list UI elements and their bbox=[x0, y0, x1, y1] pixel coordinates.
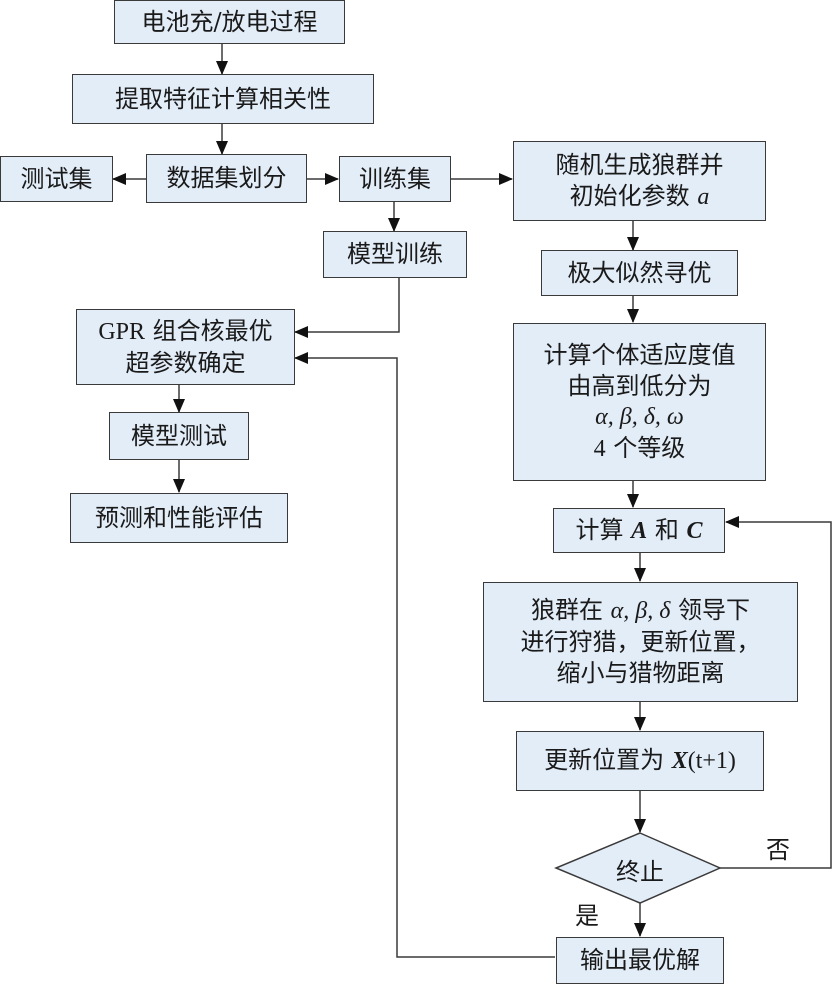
fitness-level-text: 个等级 bbox=[605, 433, 686, 462]
node-update-position: 更新位置为 X(t+1) bbox=[516, 731, 764, 791]
node-gpr-line1: GPR 组合核最优 bbox=[98, 316, 272, 348]
node-output-best: 输出最优解 bbox=[556, 937, 724, 984]
node-model-test-label: 模型测试 bbox=[131, 421, 227, 450]
node-max-likelihood: 极大似然寻优 bbox=[541, 250, 738, 296]
node-terminate-label: 终止 bbox=[616, 858, 664, 886]
node-model-test: 模型测试 bbox=[109, 412, 249, 460]
gpr-line1-rest: 组合核最优 bbox=[145, 316, 273, 345]
symbol-c: C bbox=[686, 517, 703, 544]
node-compute-ac: 计算 A 和 C bbox=[553, 508, 725, 553]
node-predict-evaluate-label: 预测和性能评估 bbox=[95, 503, 263, 532]
node-charge-discharge: 电池充/放电过程 bbox=[114, 0, 345, 44]
symbol-x: X bbox=[671, 748, 688, 774]
edge-output-to-gpr bbox=[294, 352, 555, 958]
node-hunting-line3: 缩小与猎物距离 bbox=[556, 659, 725, 687]
param-a-symbol: a bbox=[697, 183, 710, 210]
update-pos-arg: (t+1) bbox=[687, 748, 736, 774]
hunting-line1-text: 狼群在 bbox=[531, 596, 611, 624]
update-pos-text: 更新位置为 bbox=[544, 746, 672, 774]
node-init-line1: 随机生成狼群并 bbox=[555, 150, 724, 179]
node-feature-extract: 提取特征计算相关性 bbox=[72, 74, 374, 124]
node-test-set-label: 测试集 bbox=[20, 164, 93, 193]
node-output-best-label: 输出最优解 bbox=[580, 946, 700, 974]
edge-label-yes: 是 bbox=[575, 902, 599, 930]
node-dataset-split-label: 数据集划分 bbox=[166, 164, 287, 192]
node-charge-discharge-label: 电池充/放电过程 bbox=[141, 7, 318, 36]
node-model-training-label: 模型训练 bbox=[347, 240, 443, 268]
compute-ac-text1: 计算 bbox=[575, 515, 632, 544]
node-hunting: 狼群在 α, β, δ 领导下 进行狩猎，更新位置， 缩小与猎物距离 bbox=[483, 582, 798, 702]
node-init-wolves: 随机生成狼群并 初始化参数 a bbox=[513, 141, 766, 221]
symbol-a: A bbox=[631, 517, 648, 544]
node-gpr-line2: 超参数确定 bbox=[125, 348, 246, 377]
edge-label-no: 否 bbox=[766, 836, 790, 864]
fitness-level-count: 4 bbox=[593, 435, 606, 462]
node-dataset-split: 数据集划分 bbox=[146, 154, 307, 203]
edge-modeltrain-to-gpr bbox=[294, 278, 400, 338]
node-update-position-label: 更新位置为 X(t+1) bbox=[544, 745, 736, 777]
hunting-line1-rest: 领导下 bbox=[670, 596, 750, 624]
edge-terminate-no-loop bbox=[720, 516, 832, 869]
node-fitness-line4: 4 个等级 bbox=[594, 433, 686, 465]
node-gpr-hyperparams: GPR 组合核最优 超参数确定 bbox=[76, 309, 295, 385]
init-line2-text: 初始化参数 bbox=[569, 181, 698, 210]
node-train-set: 训练集 bbox=[339, 156, 451, 202]
node-fitness: 计算个体适应度值 由高到低分为 α, β, δ, ω 4 个等级 bbox=[513, 323, 766, 481]
node-fitness-greek: α, β, δ, ω bbox=[595, 403, 684, 430]
node-feature-extract-label: 提取特征计算相关性 bbox=[115, 84, 331, 113]
node-predict-evaluate: 预测和性能评估 bbox=[70, 493, 288, 543]
node-init-line2: 初始化参数 a bbox=[570, 181, 710, 213]
terminate-decision-diamond bbox=[554, 832, 722, 904]
hunting-greek: α, β, δ bbox=[610, 598, 671, 624]
gpr-abbrev: GPR bbox=[98, 318, 146, 345]
node-hunting-line2: 进行狩猎，更新位置， bbox=[520, 628, 761, 656]
node-test-set: 测试集 bbox=[0, 156, 113, 202]
node-fitness-line1: 计算个体适应度值 bbox=[543, 340, 736, 369]
compute-ac-text2: 和 bbox=[647, 515, 687, 544]
node-fitness-line2: 由高到低分为 bbox=[567, 371, 712, 400]
node-train-set-label: 训练集 bbox=[359, 164, 431, 193]
node-hunting-line1: 狼群在 α, β, δ 领导下 bbox=[531, 595, 750, 627]
node-compute-ac-label: 计算 A 和 C bbox=[576, 515, 703, 547]
node-max-likelihood-label: 极大似然寻优 bbox=[567, 258, 712, 287]
node-model-training: 模型训练 bbox=[323, 231, 467, 278]
